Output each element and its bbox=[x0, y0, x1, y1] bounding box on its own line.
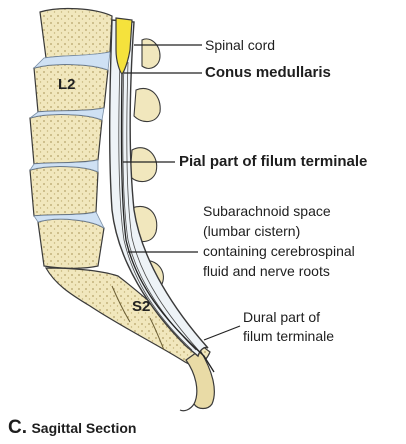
label-pial-filum-terminale: Pial part of filum terminale bbox=[179, 152, 367, 171]
vertebra-label-l2: L2 bbox=[58, 76, 76, 93]
label-subarachnoid-line: (lumbar cistern) bbox=[203, 222, 300, 241]
label-spinal-cord: Spinal cord bbox=[205, 36, 275, 55]
label-dural-line: Dural part of bbox=[243, 308, 320, 327]
caption-letter: C. bbox=[8, 417, 27, 438]
label-subarachnoid-line: Subarachnoid space bbox=[203, 202, 331, 221]
label-subarachnoid-line: fluid and nerve roots bbox=[203, 262, 330, 281]
label-dural-line: filum terminale bbox=[243, 327, 334, 346]
figure-caption: C. Sagittal Section bbox=[8, 417, 136, 439]
vertebra-label-s2: S2 bbox=[132, 298, 150, 315]
label-subarachnoid-line: containing cerebrospinal bbox=[203, 242, 355, 261]
caption-text: Sagittal Section bbox=[31, 420, 136, 436]
label-conus-medullaris: Conus medullaris bbox=[205, 63, 331, 82]
vertebral-bodies bbox=[30, 9, 112, 269]
